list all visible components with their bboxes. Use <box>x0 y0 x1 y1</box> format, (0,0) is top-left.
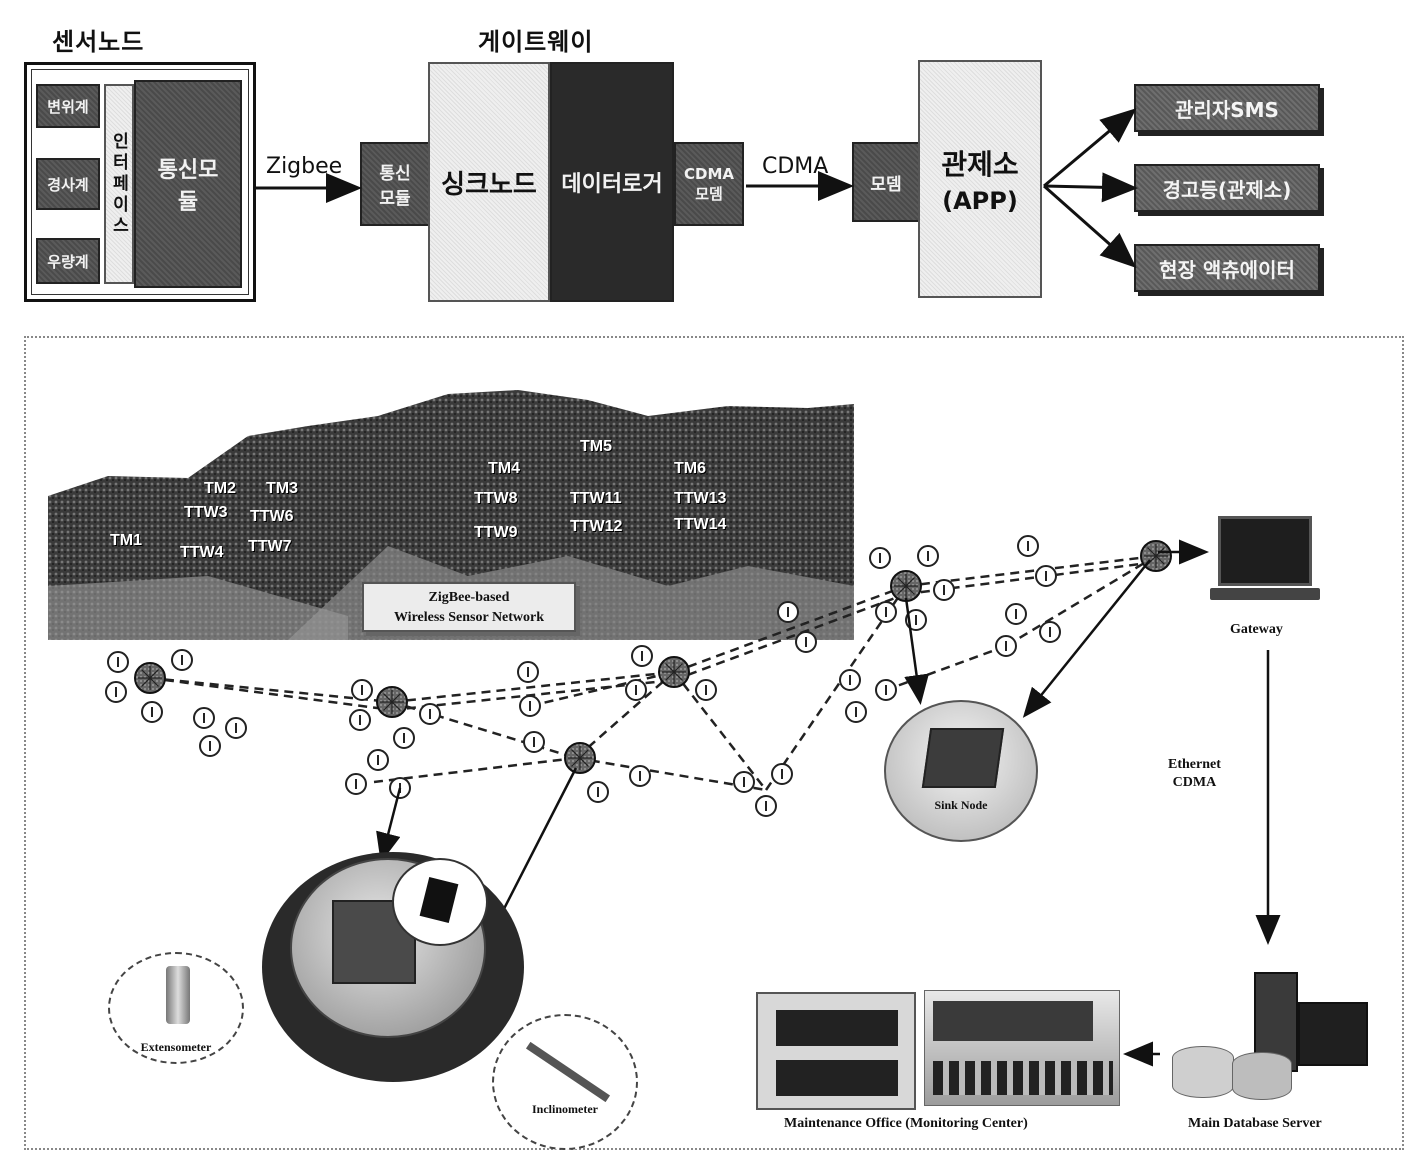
sensor-leaf-node <box>346 774 366 794</box>
network-link <box>674 586 906 672</box>
sensor-leaf-node <box>918 546 938 566</box>
sensor-leaf-node <box>734 772 754 792</box>
sensor-leaf-node <box>756 796 776 816</box>
gateway-label: Gateway <box>1230 622 1283 638</box>
sensor-leaf-node <box>172 650 192 670</box>
sensor-leaf-node <box>630 766 650 786</box>
sensor-leaf-node <box>106 682 126 702</box>
sensor-leaf-node <box>394 728 414 748</box>
database-server-label: Main Database Server <box>1188 1116 1322 1132</box>
sensor-leaf-node <box>796 632 816 652</box>
sensor-leaf-node <box>352 680 372 700</box>
sensor-device-chip <box>392 858 488 946</box>
sensor-leaf-node <box>626 680 646 700</box>
sensor-chip-icon <box>420 877 459 923</box>
router-hub-node <box>377 687 407 717</box>
sink-node-circle: Sink Node <box>884 700 1038 842</box>
sensor-leaf-node <box>226 718 246 738</box>
inclinometer-label: Inclinometer <box>494 1102 636 1117</box>
sensor-leaf-node <box>840 670 860 690</box>
network-link <box>392 702 576 758</box>
sensor-leaf-node <box>778 602 798 622</box>
database-server-icon <box>1162 972 1374 1102</box>
sensor-leaf-node <box>194 708 214 728</box>
sensor-leaf-node <box>588 782 608 802</box>
ethernet-cdma-label: Ethernet CDMA <box>1168 756 1221 792</box>
sensor-leaf-node <box>200 736 220 756</box>
sink-node-label: Sink Node <box>886 798 1036 813</box>
sensor-leaf-node <box>524 732 544 752</box>
extensometer-circle: Extensometer <box>108 952 244 1064</box>
sensor-leaf-node <box>368 750 388 770</box>
gateway-laptop-icon <box>1210 516 1320 606</box>
sensor-leaf-node <box>846 702 866 722</box>
sensor-leaf-node <box>1018 536 1038 556</box>
extensometer-label: Extensometer <box>110 1040 242 1055</box>
router-hub-node <box>135 663 165 693</box>
sensor-leaf-node <box>108 652 128 672</box>
sensor-leaf-node <box>350 710 370 730</box>
ethernet-label: Ethernet <box>1168 756 1221 774</box>
sensor-leaf-node <box>772 764 792 784</box>
sensor-leaf-node <box>142 702 162 722</box>
router-hub-node <box>659 657 689 687</box>
inclinometer-circle: Inclinometer <box>492 1014 638 1150</box>
network-link <box>886 646 1006 690</box>
sensor-leaf-node <box>518 662 538 682</box>
sensor-leaf-node <box>876 680 896 700</box>
router-hub-node <box>891 571 921 601</box>
sensor-leaf-node <box>996 636 1016 656</box>
monitoring-control-room-photo <box>924 990 1120 1106</box>
network-link <box>530 672 674 706</box>
inclinometer-icon <box>526 1042 610 1102</box>
network-link <box>1006 556 1156 646</box>
maintenance-office-label: Maintenance Office (Monitoring Center) <box>784 1116 1028 1132</box>
sensor-leaf-node <box>1040 622 1060 642</box>
sensor-leaf-node <box>1036 566 1056 586</box>
router-hub-node <box>565 743 595 773</box>
sensor-leaf-node <box>934 580 954 600</box>
sink-node-device-icon <box>922 728 1004 788</box>
sensor-leaf-node <box>870 548 890 568</box>
network-link <box>674 672 766 790</box>
extensometer-icon <box>166 966 190 1024</box>
cdma-link-label: CDMA <box>1168 774 1221 792</box>
sensor-leaf-node <box>1006 604 1026 624</box>
sensor-leaf-node <box>632 646 652 666</box>
sensor-leaf-node <box>520 696 540 716</box>
network-link <box>576 672 674 758</box>
sensor-leaf-node <box>876 602 896 622</box>
sensor-leaf-node <box>420 704 440 724</box>
monitoring-screen-left <box>756 992 916 1110</box>
sensor-leaf-node <box>696 680 716 700</box>
